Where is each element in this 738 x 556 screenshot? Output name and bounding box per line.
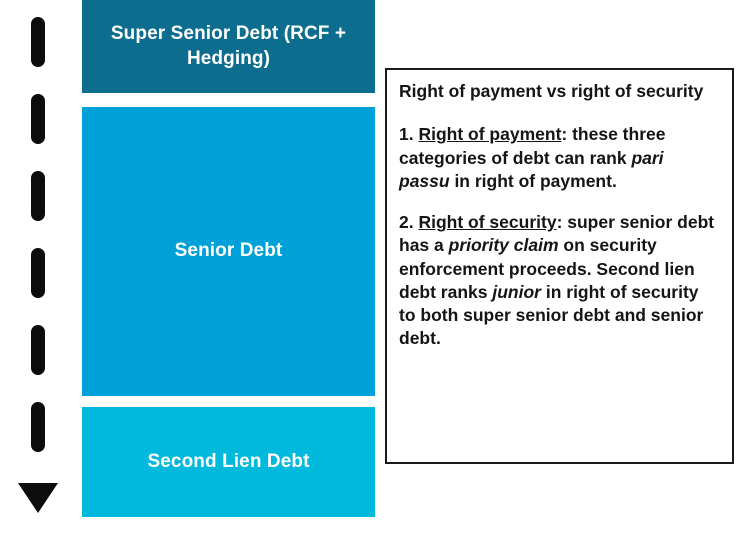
- note-number: 1.: [399, 124, 414, 145]
- note-text: : these three categories of debt can ran…: [399, 124, 666, 168]
- seniority-arrow: [14, 0, 62, 516]
- arrow-dash-6: [31, 402, 45, 452]
- note-term: Right of payment: [418, 124, 562, 145]
- arrow-dash-1: [31, 17, 45, 67]
- arrow-dash-3: [31, 171, 45, 221]
- notes-heading: Right of payment vs right of security: [399, 81, 704, 101]
- arrow-head-icon: [18, 483, 58, 513]
- tier-senior-debt: Senior Debt: [82, 107, 375, 396]
- note-text-tail: in right of payment.: [449, 170, 617, 191]
- tier-second-lien-debt-label: Second Lien Debt: [147, 450, 310, 472]
- arrow-dash-2: [31, 94, 45, 144]
- note-emphasis-secondary: junior: [492, 281, 541, 302]
- note-emphasis: pari passu: [399, 147, 664, 191]
- note-item-right-of-payment: 1. Right of payment: these three categor…: [399, 123, 718, 193]
- arrow-dash-4: [31, 248, 45, 298]
- note-emphasis: priority claim: [448, 235, 559, 256]
- tier-second-lien-debt: Second Lien Debt: [82, 407, 375, 517]
- note-number: 2.: [399, 212, 414, 233]
- tier-super-senior-debt: Super Senior Debt (RCF + Hedging): [82, 0, 375, 93]
- note-text: : super senior debt has a: [399, 212, 715, 256]
- notes-panel: Right of payment vs right of security 1.…: [385, 68, 734, 464]
- tier-super-senior-debt-label: Super Senior Debt (RCF + Hedging): [110, 23, 347, 69]
- note-item-right-of-security: 2. Right of security: super senior debt …: [399, 211, 718, 351]
- note-text-tail: in right of security to both super senio…: [399, 281, 704, 349]
- note-text-middle: on security enforcement proceeds. Second…: [399, 235, 695, 302]
- note-term: Right of security: [418, 212, 557, 233]
- tier-senior-debt-label: Senior Debt: [174, 240, 283, 262]
- arrow-dash-5: [31, 325, 45, 375]
